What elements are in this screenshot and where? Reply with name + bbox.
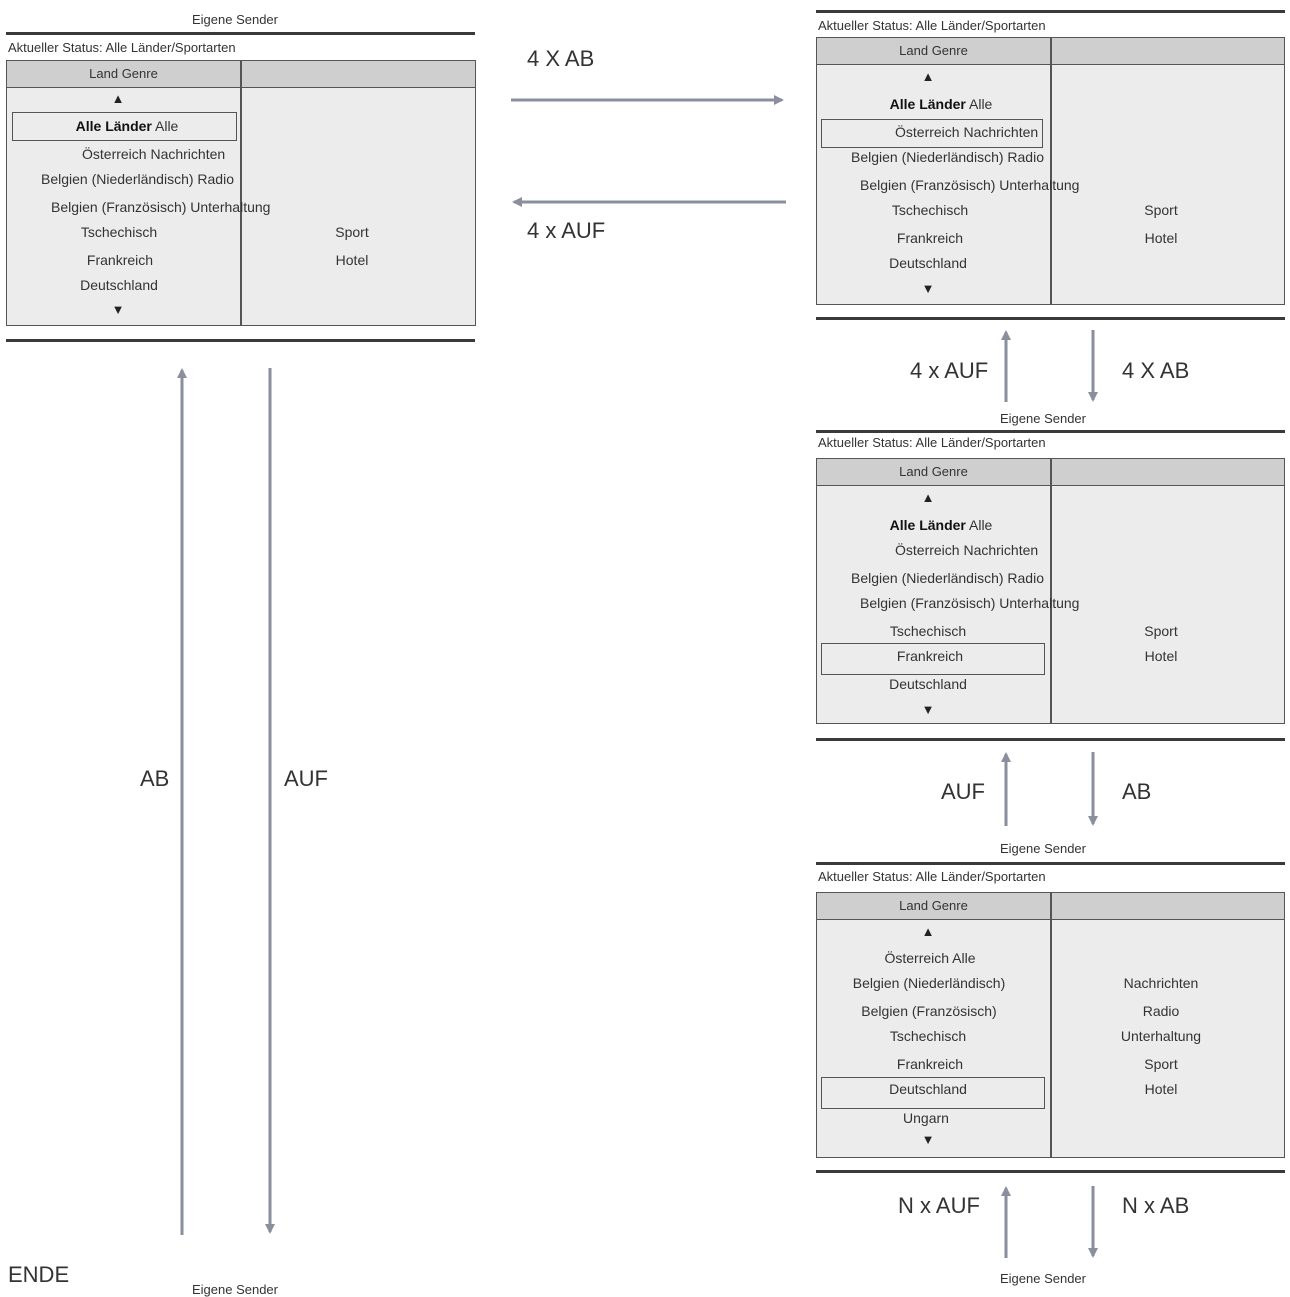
panel-d-row[interactable]: Ungarn xyxy=(903,1110,949,1126)
panel-a-row[interactable]: Deutschland xyxy=(80,277,158,293)
panel-a-row[interactable]: Tschechisch xyxy=(80,224,158,240)
panel-b-row[interactable]: Tschechisch xyxy=(891,202,969,218)
panel-b-scroll-up[interactable]: ▲ xyxy=(921,69,935,84)
panel-d-row[interactable]: Frankreich xyxy=(896,1056,964,1072)
panel-d-row[interactable]: Tschechisch xyxy=(889,1028,967,1044)
panel-b-row[interactable]: Frankreich xyxy=(896,230,964,246)
panel-d-scroll-up[interactable]: ▲ xyxy=(921,924,935,939)
panel-d-status: Aktueller Status: Alle Länder/Sportarten xyxy=(818,869,1046,884)
panel-c-scroll-down[interactable]: ▼ xyxy=(921,702,935,717)
panel-a-row-all[interactable]: Alle Länder Alle xyxy=(75,118,179,134)
panel-a-genre[interactable]: Sport xyxy=(335,224,369,240)
caption-ende: ENDE xyxy=(8,1262,70,1287)
panel-a-selection xyxy=(12,112,237,141)
panel-a-scroll-down[interactable]: ▼ xyxy=(111,302,125,317)
panel-c-genre[interactable]: Sport xyxy=(1144,623,1178,639)
panel-a: Land Genre ▲ Alle Länder Alle Österreich… xyxy=(6,60,476,326)
panel-b-row-all[interactable]: Alle Länder Alle xyxy=(889,96,993,112)
caption-bottom-down: N x AB xyxy=(1122,1193,1190,1218)
panel-d-top-rule xyxy=(816,862,1285,865)
panel-a-row[interactable]: Österreich Nachrichten xyxy=(82,146,226,162)
panel-b-bottom-rule xyxy=(816,317,1285,320)
caption-mid2-down: AB xyxy=(1122,779,1152,804)
panel-d-header-label: Land Genre xyxy=(899,898,968,913)
panel-c-row-all[interactable]: Alle Länder Alle xyxy=(889,517,993,533)
panel-a-divider xyxy=(240,61,242,325)
caption-mid1-down: 4 X AB xyxy=(1122,358,1190,383)
panel-a-top-rule xyxy=(6,32,475,35)
panel-a-row[interactable]: Belgien (Französisch) Unterhaltung xyxy=(51,199,271,215)
panel-c-genre[interactable]: Hotel xyxy=(1144,648,1178,664)
panel-c-row[interactable]: Belgien (Niederländisch) Radio xyxy=(851,570,1044,586)
panel-b-genre[interactable]: Hotel xyxy=(1144,230,1178,246)
panel-d-selection xyxy=(821,1077,1045,1109)
panel-c-scroll-up[interactable]: ▲ xyxy=(921,490,935,505)
panel-b-genre[interactable]: Sport xyxy=(1144,202,1178,218)
panel-c-divider xyxy=(1050,459,1052,723)
panel-d-row[interactable]: Deutschland xyxy=(889,1081,967,1097)
panel-d-genre[interactable]: Radio xyxy=(1142,1003,1180,1019)
panel-d-genre[interactable]: Hotel xyxy=(1144,1081,1178,1097)
panel-b-row[interactable]: Belgien (Französisch) Unterhaltung xyxy=(860,177,1080,193)
caption-left-ab: AB xyxy=(140,766,170,791)
caption-4x-auf-top: 4 x AUF xyxy=(527,218,606,243)
panel-d-genre[interactable]: Unterhaltung xyxy=(1120,1028,1202,1044)
panel-c-bottom-rule xyxy=(816,738,1285,741)
panel-a-header-label: Land Genre xyxy=(89,66,158,81)
panel-b: Land Genre ▲ Alle Länder Alle Österreich… xyxy=(816,37,1285,305)
panel-b-header-label: Land Genre xyxy=(899,43,968,58)
panel-c-row[interactable]: Frankreich xyxy=(896,648,964,664)
panel-d-divider xyxy=(1050,893,1052,1157)
panel-b-scroll-down[interactable]: ▼ xyxy=(921,281,935,296)
panel-e-title: Eigene Sender xyxy=(999,1271,1086,1286)
panel-a-bottom-rule xyxy=(6,339,475,342)
panel-d-row[interactable]: Belgien (Niederländisch) xyxy=(852,975,1006,991)
panel-b-row[interactable]: Österreich Nachrichten xyxy=(895,124,1039,140)
panel-b-divider xyxy=(1050,38,1052,304)
panel-c-selection xyxy=(821,643,1045,675)
panel-a-scroll-up[interactable]: ▲ xyxy=(111,91,125,106)
panel-d-genre[interactable]: Sport xyxy=(1144,1056,1178,1072)
panel-c-header-label: Land Genre xyxy=(899,464,968,479)
panel-d-row[interactable]: Belgien (Französisch) xyxy=(861,1003,997,1019)
panel-a-title: Eigene Sender xyxy=(191,12,278,27)
panel-c-row[interactable]: Österreich Nachrichten xyxy=(895,542,1039,558)
panel-c: Land Genre ▲ Alle Länder Alle Österreich… xyxy=(816,458,1285,724)
panel-a-genre[interactable]: Hotel xyxy=(335,252,369,268)
panel-b-top-rule xyxy=(816,10,1285,13)
caption-4x-ab-top: 4 X AB xyxy=(527,46,595,71)
panel-c-title: Eigene Sender xyxy=(999,411,1086,426)
caption-bottom-up: N x AUF xyxy=(898,1193,980,1218)
panel-b-status: Aktueller Status: Alle Länder/Sportarten xyxy=(818,18,1046,33)
panel-c-row[interactable]: Tschechisch xyxy=(889,623,967,639)
caption-left-auf: AUF xyxy=(284,766,328,791)
panel-b-row[interactable]: Belgien (Niederländisch) Radio xyxy=(851,149,1044,165)
panel-d: Land Genre ▲ Österreich Alle Belgien (Ni… xyxy=(816,892,1285,1158)
panel-d-title: Eigene Sender xyxy=(999,841,1086,856)
panel-d-genre[interactable]: Nachrichten xyxy=(1123,975,1199,991)
panel-c-status: Aktueller Status: Alle Länder/Sportarten xyxy=(818,435,1046,450)
panel-a-status: Aktueller Status: Alle Länder/Sportarten xyxy=(8,40,236,55)
panel-d-scroll-down[interactable]: ▼ xyxy=(921,1132,935,1147)
caption-mid2-up: AUF xyxy=(941,779,985,804)
panel-d-bottom-rule xyxy=(816,1170,1285,1173)
caption-mid1-up: 4 x AUF xyxy=(910,358,989,383)
panel-c-row[interactable]: Deutschland xyxy=(889,676,967,692)
panel-a-row[interactable]: Frankreich xyxy=(86,252,154,268)
panel-b-selection xyxy=(821,119,1043,148)
panel-c-top-rule xyxy=(816,430,1285,433)
panel-a-row[interactable]: Belgien (Niederländisch) Radio xyxy=(41,171,234,187)
panel-c-row[interactable]: Belgien (Französisch) Unterhaltung xyxy=(860,595,1080,611)
panel-d-row[interactable]: Österreich Alle xyxy=(884,950,976,966)
panel-b-row[interactable]: Deutschland xyxy=(889,255,967,271)
